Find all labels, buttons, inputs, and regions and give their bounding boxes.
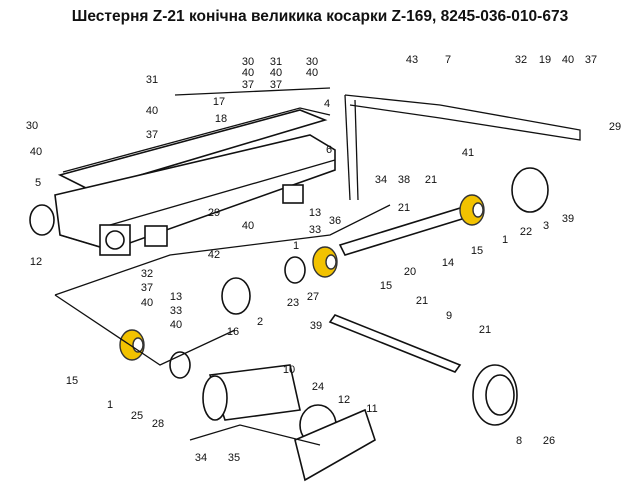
part-callout: 3 — [543, 220, 549, 232]
gear-hub — [325, 254, 337, 270]
part-callout: 15 — [66, 375, 78, 387]
part-callout: 40 — [170, 319, 182, 331]
part-callout: 33 — [309, 224, 321, 236]
part-callout: 38 — [398, 174, 410, 186]
part-callout: 12 — [30, 256, 42, 268]
part-callout: 21 — [398, 202, 410, 214]
part-callout: 24 — [312, 381, 324, 393]
part-callout: 39 — [310, 320, 322, 332]
part-callout: 31 — [146, 74, 158, 86]
part-callout: 12 — [338, 394, 350, 406]
part-callout: 11 — [366, 403, 377, 415]
part-callout: 1 — [107, 399, 113, 411]
part-callout: 21 — [425, 174, 437, 186]
part-callout: 18 — [215, 113, 227, 125]
part-callout: 34 — [375, 174, 387, 186]
part-callout: 39 — [562, 213, 574, 225]
part-callout: 29 — [208, 207, 220, 219]
part-callout: 43 — [406, 54, 418, 66]
part-callout: 15 — [471, 245, 483, 257]
part-callout: 28 — [152, 418, 164, 430]
part-callout: 40 — [146, 105, 158, 117]
part-callout: 31 — [270, 56, 282, 68]
part-callout: 40 — [242, 220, 254, 232]
part-callout: 37 — [141, 282, 153, 294]
part-callout: 41 — [462, 147, 474, 159]
part-callout: 23 — [287, 297, 299, 309]
part-callout: 40 — [562, 54, 574, 66]
part-callout: 33 — [170, 305, 182, 317]
bearing-housing — [202, 364, 376, 482]
part-callout: 40 — [306, 67, 318, 79]
part-callout: 21 — [479, 324, 491, 336]
part-callout: 5 — [35, 177, 41, 189]
part-callout: 40 — [270, 67, 282, 79]
part-callout: 4 — [324, 98, 330, 110]
leader-lines — [54, 87, 391, 446]
part-callout: 34 — [195, 452, 207, 464]
part-callout: 13 — [309, 207, 321, 219]
part-callout: 6 — [326, 144, 332, 156]
gear-hub — [472, 202, 484, 218]
part-callout: 37 — [585, 54, 597, 66]
part-callout: 37 — [270, 79, 282, 91]
part-callout: 29 — [609, 121, 621, 133]
part-callout: 27 — [307, 291, 319, 303]
part-callout: 35 — [228, 452, 240, 464]
part-callout: 2 — [257, 316, 263, 328]
highlighted-bevel-gears — [119, 194, 485, 361]
part-callout: 22 — [520, 226, 532, 238]
part-callout: 37 — [242, 79, 254, 91]
part-callout: 1 — [502, 234, 508, 246]
part-callout: 16 — [227, 326, 239, 338]
part-callout: 25 — [131, 410, 143, 422]
part-callout: 40 — [141, 297, 153, 309]
diagram-title: Шестерня Z-21 конічна великика косарки Z… — [71, 8, 569, 25]
part-callout: 13 — [170, 291, 182, 303]
part-callout: 9 — [446, 310, 452, 322]
part-callout: 15 — [380, 280, 392, 292]
part-callout: 7 — [445, 54, 451, 66]
part-callout: 30 — [26, 120, 38, 132]
part-callout: 30 — [306, 56, 318, 68]
part-callout: 17 — [213, 96, 225, 108]
part-callout: 20 — [404, 266, 416, 278]
part-callout: 21 — [416, 295, 428, 307]
gearbox-housing — [54, 107, 336, 256]
part-callout: 1 — [293, 240, 299, 252]
part-callout: 40 — [30, 146, 42, 158]
part-callout: 26 — [543, 435, 555, 447]
part-callout: 10 — [283, 364, 295, 376]
part-callout: 19 — [539, 54, 551, 66]
part-callout: 42 — [208, 249, 220, 261]
shafts — [328, 204, 477, 373]
part-callout: 8 — [516, 435, 522, 447]
part-callout: 32 — [141, 268, 153, 280]
part-callout: 30 — [242, 56, 254, 68]
part-callout: 37 — [146, 129, 158, 141]
part-callout: 32 — [515, 54, 527, 66]
part-callout: 36 — [329, 215, 341, 227]
part-callout: 40 — [242, 67, 254, 79]
support-arm — [344, 94, 581, 201]
part-callout: 14 — [442, 257, 454, 269]
